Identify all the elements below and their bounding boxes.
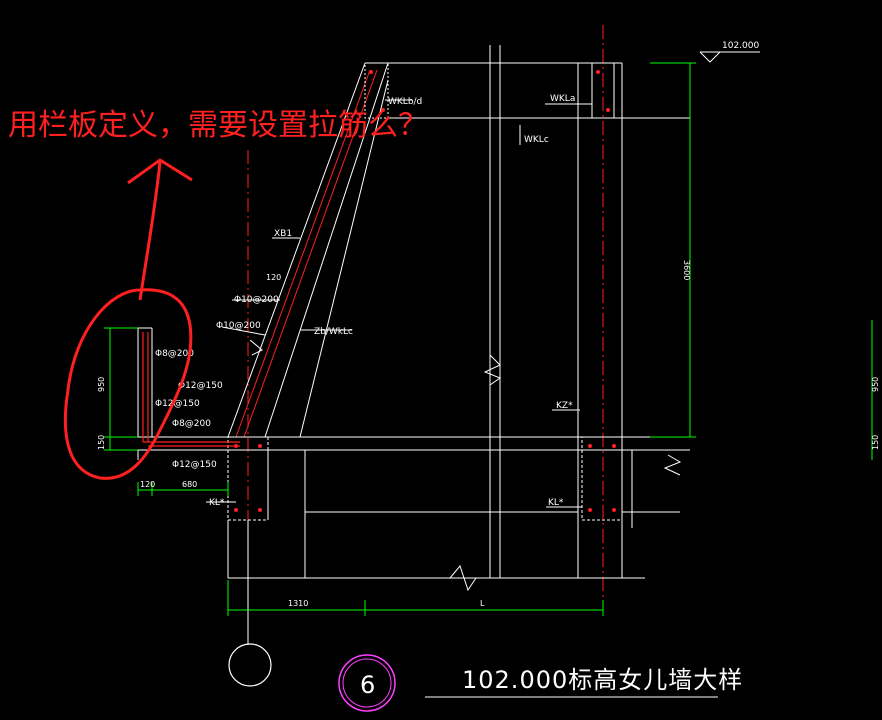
label-rebar-8-200-b: Φ8@200 — [172, 419, 211, 429]
parapet-rebar — [142, 332, 240, 447]
label-wkla: WKLa — [550, 94, 575, 104]
parapet — [137, 327, 153, 460]
annotation-arrow-head — [127, 158, 193, 185]
detail-circle-inner — [342, 658, 392, 708]
label-rebar-10-200-b: Φ10@200 — [216, 321, 261, 331]
dimension-lines — [104, 62, 873, 616]
elevation-mark — [699, 51, 760, 63]
label-rebar-12-150-c: Φ12@150 — [172, 460, 217, 470]
beam-kl-left — [227, 436, 269, 521]
axis-bubble — [228, 643, 272, 687]
label-wklc: WKLc — [524, 135, 549, 145]
dim-150: 150 — [97, 435, 106, 450]
annotation-circle — [63, 288, 193, 480]
drawing-title: 102.000标高女儿墙大样 — [462, 666, 744, 694]
dim-120: 120 — [140, 480, 155, 489]
label-rebar-10-200-a: Φ10@200 — [234, 295, 279, 305]
annotation-question: 用栏板定义，需要设置拉筋么？ — [8, 108, 428, 143]
label-kl-left: KL* — [209, 498, 225, 508]
label-kz: KZ* — [556, 401, 573, 411]
beam-rebar-dots — [234, 70, 616, 512]
dim-edge-950: 950 — [871, 377, 880, 392]
dim-680: 680 — [182, 480, 197, 489]
label-kl-right: KL* — [548, 498, 564, 508]
top-beam-hatch — [364, 62, 389, 119]
sloped-slab-rebar — [235, 69, 378, 438]
wkla-beam — [591, 62, 615, 119]
label-rebar-8-200-a: Φ8@200 — [155, 349, 194, 359]
annotation-arrow-shaft — [138, 161, 162, 301]
dim-l: L — [480, 599, 485, 608]
label-slope-120: 120 — [266, 273, 281, 282]
beam-kl-right — [581, 436, 623, 521]
dim-edge-150: 150 — [871, 435, 880, 450]
dim-1310: 1310 — [288, 599, 308, 608]
detail-number: 6 — [360, 671, 375, 699]
label-rebar-12-150-a: Φ12@150 — [178, 381, 223, 391]
detail-circle-outer — [338, 654, 396, 712]
label-xb1: XB1 — [274, 229, 292, 239]
label-wklbd: WKLb/d — [388, 97, 422, 107]
dim-950: 950 — [97, 377, 106, 392]
label-rebar-12-150-b: Φ12@150 — [155, 399, 200, 409]
leader-lines — [206, 99, 592, 508]
elevation-label: 102.000 — [722, 41, 759, 51]
label-zb-wklc: Zb/WkLc — [314, 327, 353, 337]
sloped-slab — [227, 62, 622, 438]
dim-3600: 3600 — [682, 260, 691, 280]
